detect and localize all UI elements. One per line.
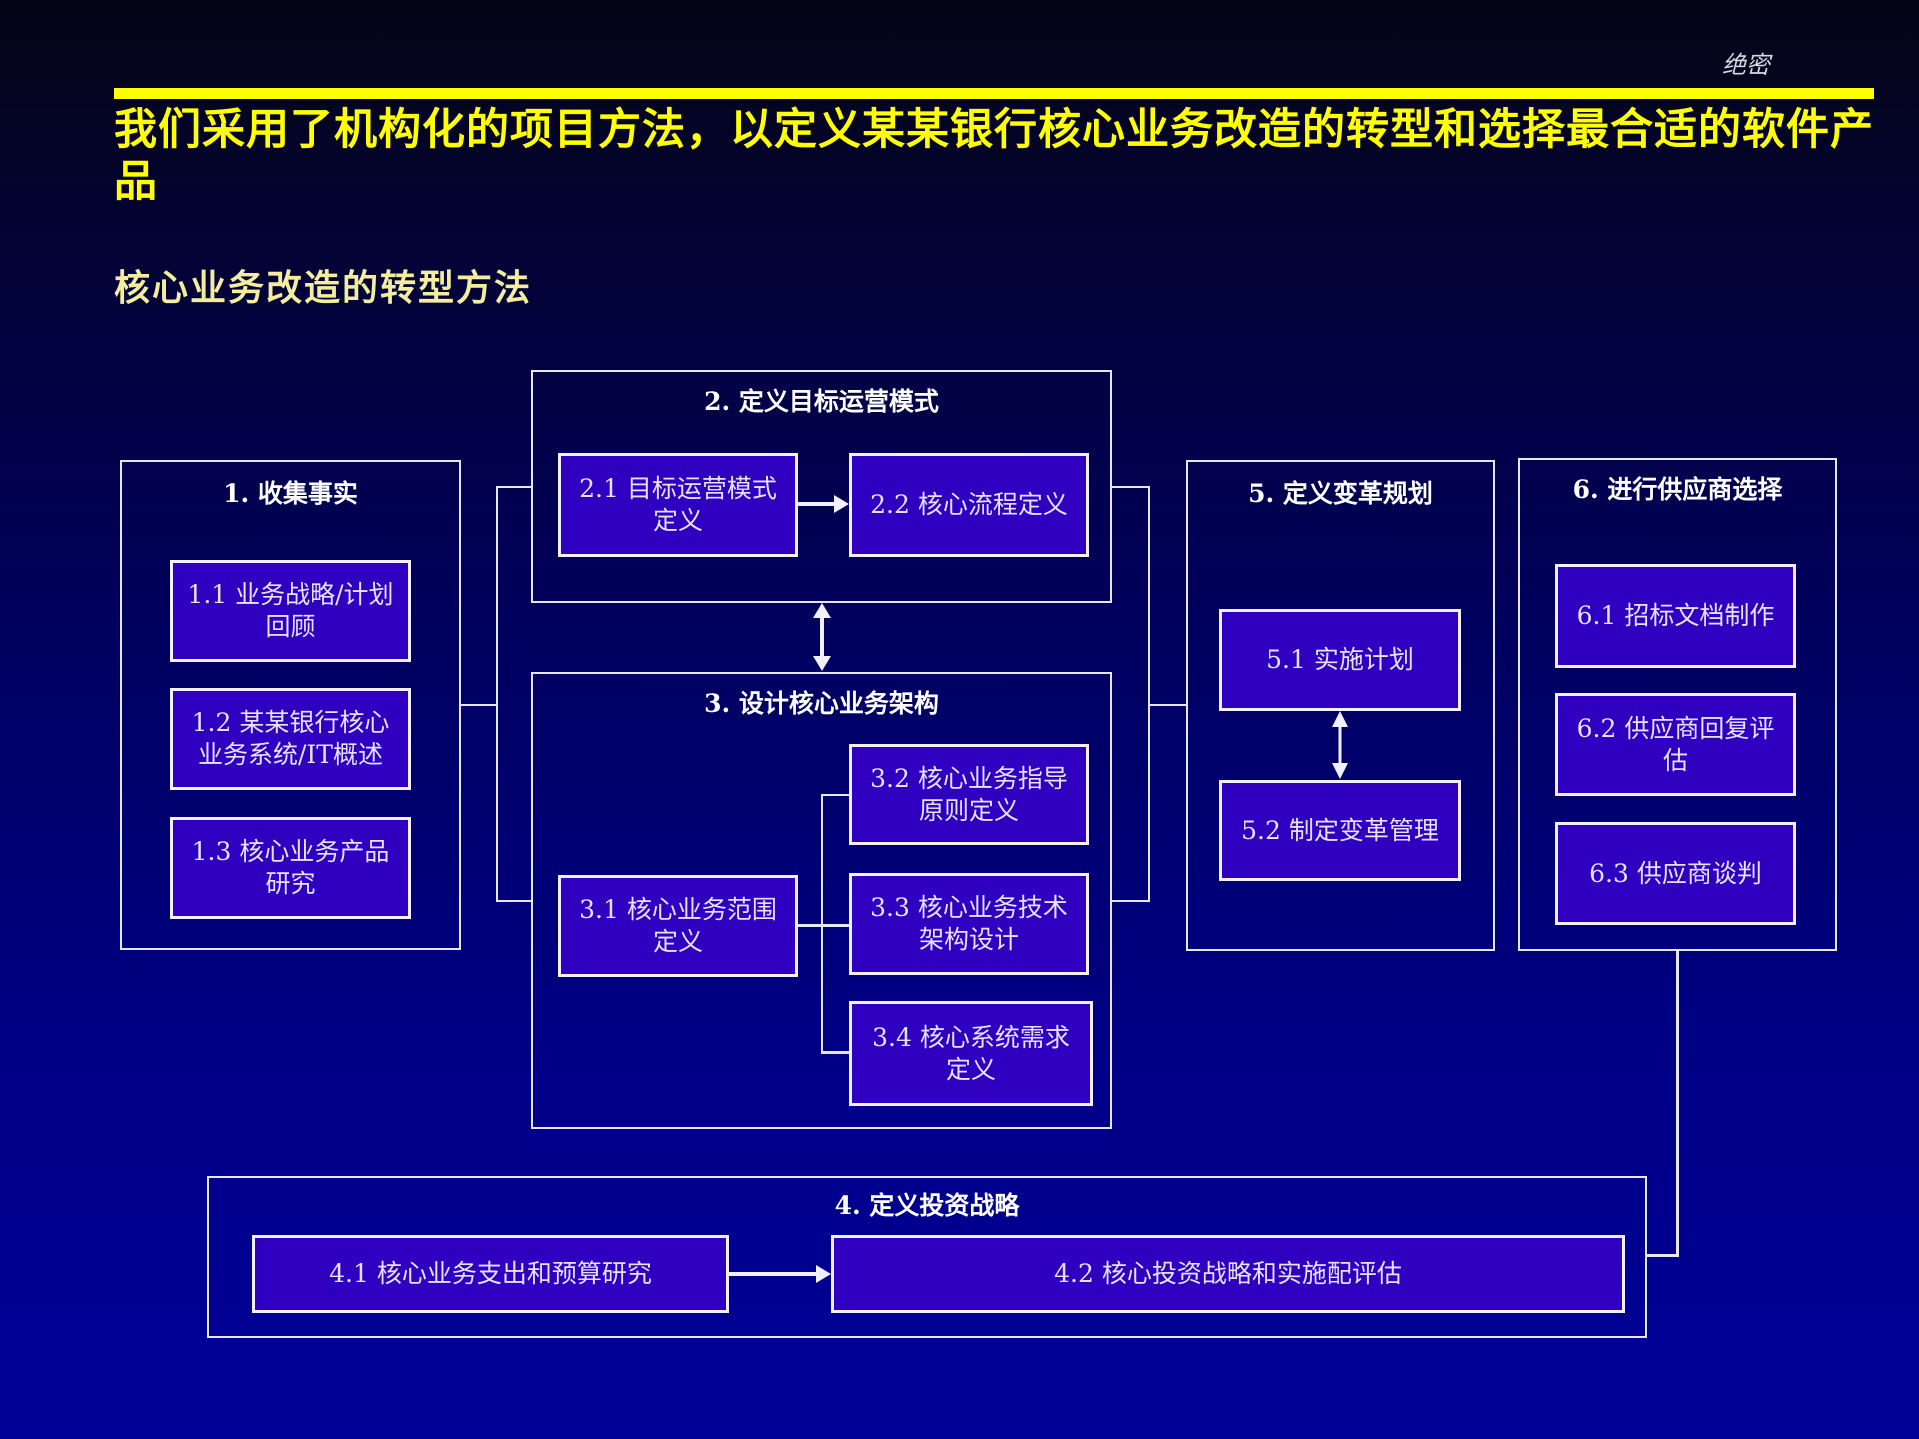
task-1-3-line: 研究 [265,869,316,898]
phase-3-title: 3. 设计核心业务架构 [704,689,939,718]
task-6-2-line: 估 [1662,745,1688,775]
task-1-1-line: 1.1 业务战略/计划 [187,580,394,609]
phase-4-group: 4. 定义投资战略 [207,1176,1647,1338]
task-4-1-line: 4.1 核心业务支出和预算研究 [329,1259,652,1288]
task-3-3-line: 架构设计 [918,925,1019,954]
task-3-3-line: 3.3 核心业务技术 [870,893,1068,922]
connector-line [496,486,498,902]
phase-2-title: 2. 定义目标运营模式 [704,387,939,416]
task-3-4-line: 定义 [945,1054,996,1084]
connector-line [1110,900,1150,902]
task-5-2[interactable]: 5.2 制定变革管理 [1219,780,1461,881]
connector-line [496,900,532,902]
task-1-1-line: 回顾 [265,612,316,641]
phase-2-group: 2. 定义目标运营模式 [531,370,1112,603]
task-4-2-line: 4.2 核心投资战略和实施配评估 [1054,1259,1402,1288]
phase-6-title: 6. 进行供应商选择 [1572,475,1783,504]
task-4-2[interactable]: 4.2 核心投资战略和实施配评估 [831,1235,1625,1313]
connector-line [1110,486,1150,488]
title-rule [114,88,1874,99]
confidential-label: 绝密 [1722,51,1770,79]
task-3-4-line: 3.4 核心系统需求 [872,1022,1070,1052]
task-1-2-line: 1.2 某某银行核心 [191,708,390,737]
phase-4-title: 4. 定义投资战略 [834,1191,1020,1220]
task-3-4[interactable]: 3.4 核心系统需求定义 [849,1001,1093,1106]
section-subtitle: 核心业务改造的转型方法 [114,268,533,309]
task-3-1-line: 定义 [652,927,703,956]
task-5-2-line: 5.2 制定变革管理 [1241,815,1439,845]
task-1-3-line: 1.3 核心业务产品 [191,837,390,866]
task-6-3-line: 6.3 供应商谈判 [1589,858,1762,888]
connector-line [496,486,532,488]
task-4-1[interactable]: 4.1 核心业务支出和预算研究 [252,1235,729,1313]
task-5-1[interactable]: 5.1 实施计划 [1219,609,1461,711]
task-1-2[interactable]: 1.2 某某银行核心业务系统/IT概述 [170,688,411,790]
task-3-2[interactable]: 3.2 核心业务指导原则定义 [849,744,1089,845]
arrow-right-icon [729,1265,831,1283]
task-3-3[interactable]: 3.3 核心业务技术架构设计 [849,873,1089,975]
task-2-2-line: 2.2 核心流程定义 [870,490,1068,519]
page-title: 我们采用了机构化的项目方法，以定义某某银行核心业务改造的转型和选择最合适的软件产… [114,105,1874,207]
task-2-1-line: 定义 [652,506,703,535]
task-3-2-line: 3.2 核心业务指导 [870,763,1068,793]
connector-line [1676,950,1679,1257]
task-1-1[interactable]: 1.1 业务战略/计划回顾 [170,560,411,662]
task-3-1-line: 3.1 核心业务范围 [579,895,777,924]
connector-line [821,794,849,796]
arrow-right-icon [798,495,849,513]
connector-line [821,794,823,1054]
task-6-3[interactable]: 6.3 供应商谈判 [1555,822,1796,925]
phase-1-group: 1. 收集事实 [120,460,461,950]
connector-line [821,1051,849,1054]
task-6-2[interactable]: 6.2 供应商回复评估 [1555,693,1796,796]
phase-1-title: 1. 收集事实 [223,479,358,508]
double-arrow-icon [1332,711,1348,779]
connector-line [797,924,849,927]
task-6-2-line: 6.2 供应商回复评 [1576,713,1775,743]
task-3-1[interactable]: 3.1 核心业务范围定义 [558,875,798,977]
task-5-1-line: 5.1 实施计划 [1266,645,1414,674]
task-6-1[interactable]: 6.1 招标文档制作 [1555,564,1796,668]
connector-line [1148,704,1186,706]
task-2-1-line: 2.1 目标运营模式 [579,474,777,503]
phase-6-group: 6. 进行供应商选择 [1518,458,1837,951]
phase-5-group: 5. 定义变革规划 [1186,460,1495,951]
task-1-3[interactable]: 1.3 核心业务产品研究 [170,817,411,919]
double-arrow-icon [813,603,831,671]
connector-line [460,704,498,706]
task-2-1[interactable]: 2.1 目标运营模式定义 [558,453,798,557]
task-1-2-line: 业务系统/IT概述 [198,740,383,769]
task-6-1-line: 6.1 招标文档制作 [1576,601,1775,630]
task-3-2-line: 原则定义 [918,795,1019,825]
connector-line [1646,1254,1679,1257]
phase-5-title: 5. 定义变革规划 [1248,479,1433,508]
task-2-2[interactable]: 2.2 核心流程定义 [849,453,1089,557]
phase-3-group: 3. 设计核心业务架构 [531,672,1112,1129]
connector-line [1148,486,1150,902]
